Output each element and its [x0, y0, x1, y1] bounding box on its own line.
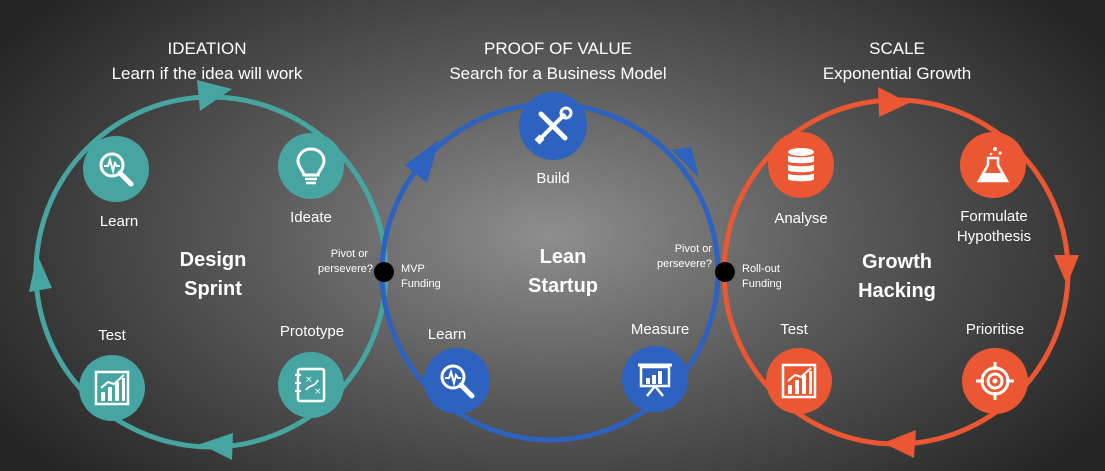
pov-center-line1: Lean — [539, 246, 587, 268]
scale-step-analyse: Analyse — [774, 210, 828, 227]
pov-arrow-upper-right — [672, 147, 699, 178]
decision-1-outcome-line2: Funding — [401, 278, 441, 290]
scale-center-line1: Growth — [862, 251, 932, 273]
svg-text:×: × — [314, 387, 322, 397]
wrench-screwdriver-icon — [519, 92, 587, 160]
decision-dot-1 — [374, 262, 394, 282]
pov-step-learn: Learn — [427, 326, 467, 343]
ideation-step-learn: Learn — [99, 213, 139, 230]
decision-2-question: Pivot or persevere? — [648, 242, 712, 272]
pov-title: PROOF OF VALUE — [484, 39, 632, 58]
decision-1-outcome: MVP Funding — [401, 262, 441, 292]
lightbulb-icon — [278, 133, 344, 199]
flask-icon — [960, 132, 1026, 198]
ideation-arrow-top — [197, 80, 232, 111]
scale-step-formulate: Formulate Hypothesis — [957, 207, 1031, 247]
pov-arrow-upper-left — [405, 140, 439, 183]
ideation-subtitle: Learn if the idea will work — [111, 64, 303, 83]
scale-step-test: Test — [780, 321, 808, 338]
decision-1-question-line1: Pivot or — [330, 248, 368, 260]
pov-heading: PROOF OF VALUE Search for a Business Mod… — [416, 36, 700, 86]
ideation-center-line2: Sprint — [184, 278, 242, 300]
scale-arrow-right — [1054, 255, 1079, 285]
presentation-chart-icon — [622, 346, 688, 412]
decision-2-outcome: Roll-out Funding — [742, 262, 782, 292]
prototype-sketch-icon: ×× — [278, 352, 344, 418]
decision-2-outcome-line1: Roll-out — [742, 263, 780, 275]
pov-center-label: Lean Startup — [528, 243, 598, 301]
bar-chart-icon — [79, 355, 145, 421]
scale-title: SCALE — [869, 39, 925, 58]
pov-center-line2: Startup — [528, 275, 598, 297]
decision-dot-2 — [715, 262, 735, 282]
scale-heading: SCALE Exponential Growth — [792, 36, 1002, 86]
ideation-title: IDEATION — [167, 39, 247, 58]
magnifier-chart-icon — [424, 348, 490, 414]
pov-step-measure: Measure — [630, 321, 690, 338]
scale-step-prioritise: Prioritise — [965, 321, 1025, 338]
ideation-step-prototype: Prototype — [279, 323, 345, 340]
scale-arrow-bottom — [883, 430, 916, 458]
decision-1-question: Pivot or persevere? — [318, 247, 374, 277]
pov-subtitle: Search for a Business Model — [449, 64, 667, 83]
database-icon — [768, 132, 834, 198]
decision-2-question-line1: Pivot or — [674, 243, 712, 255]
ideation-center-line1: Design — [179, 249, 247, 271]
ideation-arrow-left — [29, 254, 52, 292]
target-icon — [962, 348, 1028, 414]
decision-1-outcome-line1: MVP — [401, 263, 425, 275]
scale-subtitle: Exponential Growth — [822, 64, 972, 83]
scale-step-formulate-line2: Hypothesis — [956, 228, 1032, 245]
ideation-heading: IDEATION Learn if the idea will work — [79, 36, 335, 86]
bar-chart-icon — [766, 348, 832, 414]
ideation-arrow-bottom — [200, 433, 233, 460]
scale-center-label: Growth Hacking — [858, 248, 936, 306]
scale-center-line2: Hacking — [858, 280, 936, 302]
ideation-center-label: Design Sprint — [180, 246, 247, 304]
scale-arrow-top — [878, 87, 909, 117]
svg-text:×: × — [305, 375, 313, 385]
magnifier-chart-icon — [83, 136, 149, 202]
pov-step-build: Build — [536, 170, 570, 187]
decision-2-outcome-line2: Funding — [742, 278, 782, 290]
scale-step-formulate-line1: Formulate — [960, 208, 1028, 225]
decision-2-question-line2: persevere? — [656, 258, 712, 270]
ideation-step-test: Test — [98, 327, 126, 344]
decision-1-question-line2: persevere? — [318, 263, 374, 275]
ideation-step-ideate: Ideate — [290, 209, 332, 226]
